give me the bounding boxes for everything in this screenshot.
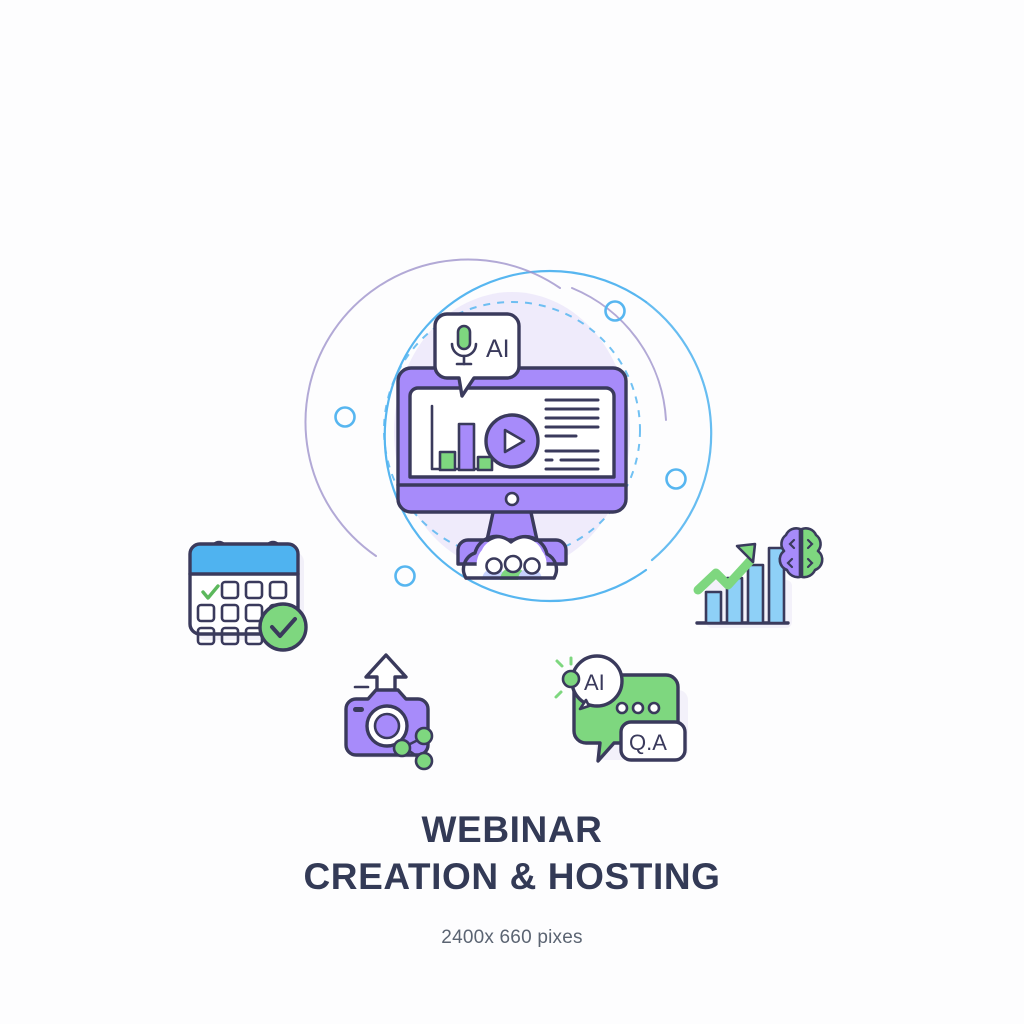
page-title-line-2: CREATION & HOSTING [303,856,721,897]
calendar-schedule-icon [188,540,308,652]
chat-qa-label: Q.A [629,730,667,755]
calendar-check-mark [201,584,220,600]
ai-mic-speech-bubble: AI [433,312,521,398]
node-circle [394,565,416,587]
microphone-icon [450,324,478,366]
bubble-ai-label: AI [486,335,510,363]
badge-check-icon [270,617,297,638]
growth-analytics-brain-icon [693,527,824,628]
caption-block: WEBINAR CREATION & HOSTING 2400x 660 pix… [0,800,1024,949]
node-circle [334,406,356,428]
screen-play-button [484,413,540,469]
ai-brain-icon [778,527,824,579]
page-subtitle-dimensions: 2400x 660 pixes [441,927,583,948]
ai-qa-chat-icon: AI Q.A [554,654,688,763]
screen-bar-chart [430,404,494,472]
node-circle [665,468,687,490]
node-circle [604,300,626,322]
share-nodes-icon [392,726,434,771]
screen-text-lines [544,398,600,471]
illustration-canvas: .ol { fill:none; stroke:#3a3a5c; stroke-… [188,258,824,771]
camera-upload-icon [344,653,434,771]
audience-group-icon [461,534,559,580]
chat-ai-label: AI [584,670,605,695]
page-title-line-1: WEBINAR [421,809,603,850]
